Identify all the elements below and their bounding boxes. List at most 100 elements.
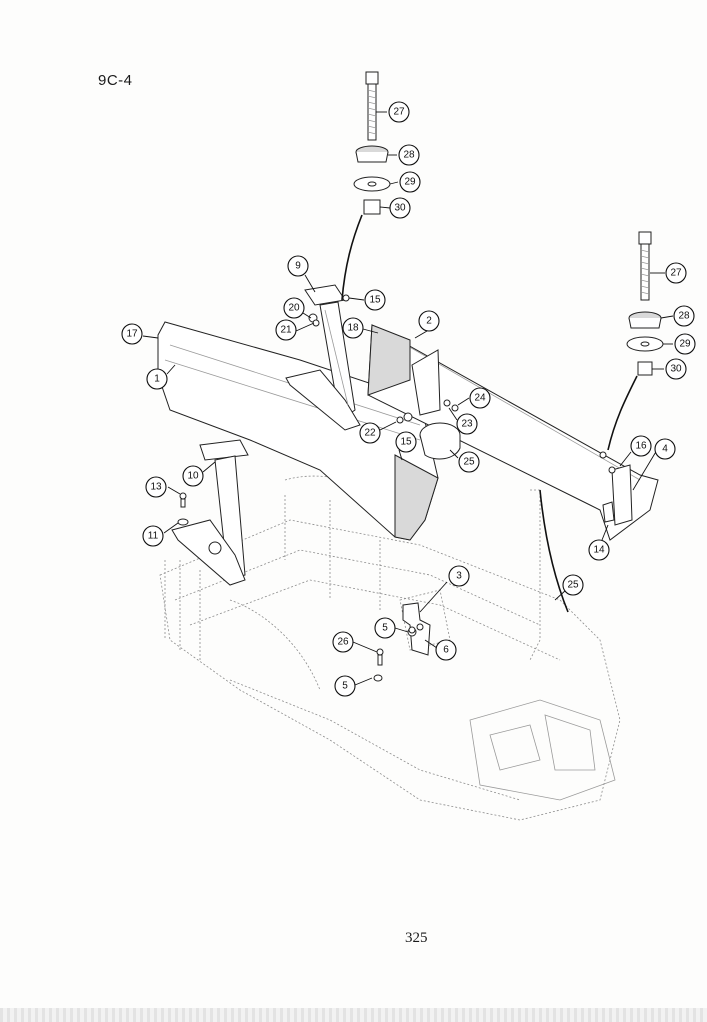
callout-30: 30 [665,358,687,380]
callout-circle [334,675,356,697]
callout-circle [654,438,676,460]
callout-5: 5 [334,675,356,697]
callout-circle [374,617,396,639]
hose-25 [419,422,461,460]
scan-edge-artifact [0,1008,707,1022]
callout-20: 20 [283,297,305,319]
mount-stack-center [341,71,391,301]
callout-circle [121,323,143,345]
fasteners [177,294,616,682]
bracket-16-4-14 [602,464,633,526]
callout-circle [458,451,480,473]
callout-label: 30 [670,364,682,375]
callout-label: 25 [567,580,579,591]
callout-29: 29 [399,171,421,193]
callout-label: 14 [593,545,605,556]
callout-10: 10 [182,465,204,487]
callout-circle [418,310,440,332]
callout-17: 17 [121,323,143,345]
callout-label: 22 [364,428,376,439]
callout-circle [142,525,164,547]
callout-6: 6 [435,639,457,661]
callout-label: 5 [382,623,388,634]
callout-circle [287,255,309,277]
callout-circle [673,305,695,327]
callout-label: 25 [463,457,475,468]
callout-3: 3 [448,565,470,587]
callout-26: 26 [332,631,354,653]
callout-25: 25 [458,451,480,473]
callout-15: 15 [395,431,417,453]
callout-label: 10 [187,471,199,482]
callout-circle [146,368,168,390]
callout-28: 28 [673,305,695,327]
callout-label: 9 [295,261,301,272]
side-panel-1 [157,321,439,541]
callout-label: 27 [393,107,405,118]
callout-circle [399,171,421,193]
page-number: 325 [405,930,428,946]
callout-circle [469,387,491,409]
callout-16: 16 [630,435,652,457]
bracket-9 [285,284,361,431]
callout-label: 18 [347,323,359,334]
leader-lines [142,111,674,686]
callout-label: 13 [150,482,162,493]
callout-29: 29 [674,333,696,355]
callout-label: 29 [679,339,691,350]
callout-label: 21 [280,325,292,336]
callout-circle [674,333,696,355]
callout-15: 15 [364,289,386,311]
callout-label: 29 [404,177,416,188]
callout-label: 5 [342,681,348,692]
mount-stack-right [607,231,664,451]
callout-label: 27 [670,268,682,279]
callout-label: 28 [678,311,690,322]
callout-circle [145,476,167,498]
callout-label: 24 [474,393,486,404]
callout-circle [448,565,470,587]
callout-label: 4 [662,444,668,455]
callout-label: 26 [337,637,349,648]
callout-25: 25 [562,574,584,596]
callout-2: 2 [418,310,440,332]
callout-label: 30 [394,203,406,214]
callout-circle [364,289,386,311]
callout-label: 28 [403,150,415,161]
callout-30: 30 [389,197,411,219]
callout-14: 14 [588,539,610,561]
callout-label: 6 [443,645,449,656]
callout-18: 18 [342,317,364,339]
callout-label: 15 [400,437,412,448]
callout-circle [395,431,417,453]
callout-23: 23 [456,413,478,435]
callout-circle [182,465,204,487]
callout-circle [562,574,584,596]
callout-1: 1 [146,368,168,390]
bracket-3-6 [402,602,431,656]
callout-9: 9 [287,255,309,277]
callout-circle [332,631,354,653]
callout-circle [389,197,411,219]
callout-circle [388,101,410,123]
rear-panel-2 [367,324,659,541]
bracket-10 [171,439,249,586]
callout-label: 20 [288,303,300,314]
callout-circle [588,539,610,561]
callout-label: 23 [461,419,473,430]
callout-group: 27 28 29 30 27 28 29 30 9 15 20 21 18 2 17 1 24 23 22 15 25 1… [121,101,696,697]
callout-label: 1 [154,374,160,385]
callout-label: 2 [426,316,432,327]
callout-label: 15 [369,295,381,306]
section-code: 9C-4 [98,72,133,89]
callout-22: 22 [359,422,381,444]
callout-circle [275,319,297,341]
callout-27: 27 [665,262,687,284]
callout-label: 17 [126,329,138,340]
callout-4: 4 [654,438,676,460]
callout-11: 11 [142,525,164,547]
callout-circle [665,262,687,284]
callout-circle [398,144,420,166]
